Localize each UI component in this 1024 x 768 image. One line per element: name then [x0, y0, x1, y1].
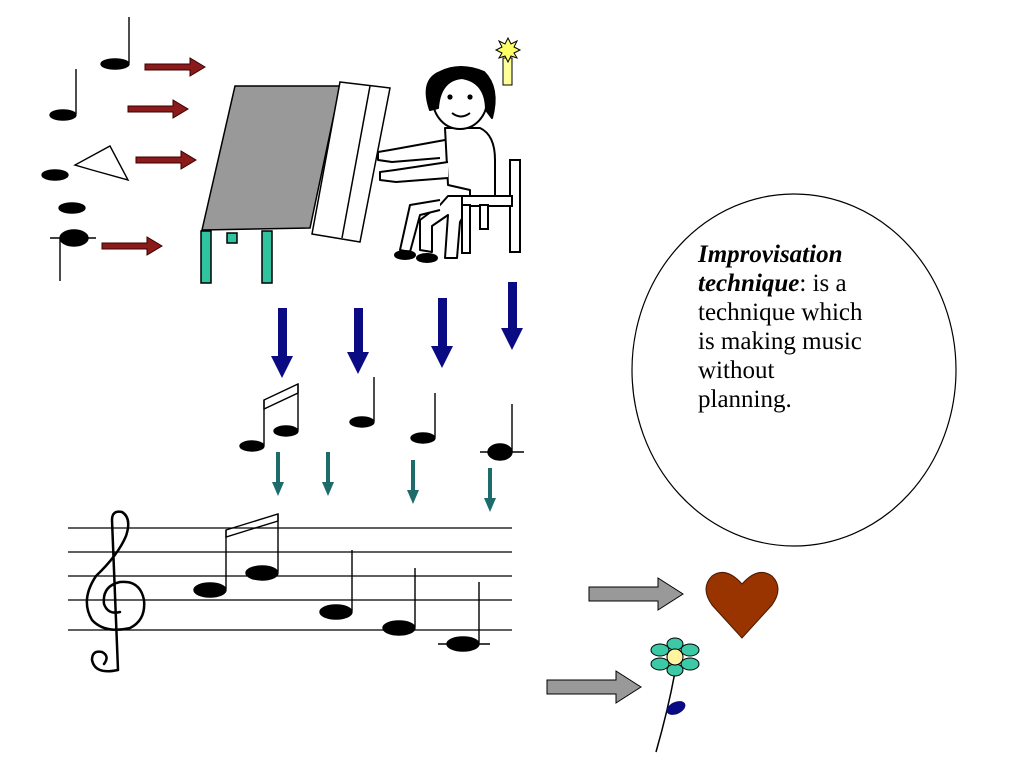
input-note-3 [41, 145, 130, 182]
staff-note-4 [438, 582, 490, 652]
staff-note-2 [319, 550, 353, 620]
definition-term-line1: Improvisation [698, 241, 843, 268]
middle-notes [239, 377, 524, 461]
input-notes [41, 17, 130, 281]
chair [461, 159, 521, 254]
candle-icon [494, 36, 522, 86]
gray-arrow-1 [588, 577, 684, 611]
middle-note-1 [239, 382, 299, 452]
middle-note-2 [349, 377, 375, 428]
small-arrow-4 [484, 468, 496, 512]
heart-icon [705, 571, 779, 639]
definition-body-line5: planning. [698, 386, 792, 413]
gray-arrow-2 [546, 670, 642, 704]
piano-pedal [226, 232, 238, 244]
definition-body-line1: is a [812, 270, 847, 297]
music-staff [68, 527, 512, 631]
pianist [377, 66, 496, 263]
input-note-5 [50, 229, 96, 281]
pianist-hair [425, 66, 496, 119]
middle-note-4 [480, 404, 524, 461]
small-arrow-3 [407, 460, 419, 504]
down-arrows [271, 282, 523, 378]
staff-notes [193, 513, 490, 652]
small-arrow-2 [322, 452, 334, 496]
staff-note-3 [382, 568, 416, 636]
input-arrows [101, 57, 206, 256]
staff-note-1 [193, 513, 279, 598]
small-arrows [272, 452, 496, 512]
down-arrow-4 [501, 282, 523, 350]
red-arrow-1 [144, 57, 206, 77]
down-arrow-3 [431, 298, 453, 368]
red-arrow-3 [135, 150, 197, 170]
piano-top [201, 85, 341, 231]
definition-bubble [631, 193, 957, 547]
definition-body-line4: without [698, 357, 775, 384]
pianist-body [419, 127, 496, 259]
piano-leg-1 [200, 230, 212, 284]
red-arrow-2 [127, 99, 189, 119]
definition-separator: : [799, 270, 813, 297]
input-note-2 [49, 69, 77, 121]
down-arrow-2 [347, 308, 369, 374]
small-arrow-1 [272, 452, 284, 496]
definition-text: Improvisation technique: is a technique … [698, 240, 948, 414]
piano [200, 81, 391, 284]
input-note-1 [100, 17, 130, 70]
pianist-arms [377, 139, 449, 183]
piano-lid [311, 81, 391, 243]
gray-arrows [546, 577, 684, 704]
definition-body-line2: technique which [698, 299, 863, 326]
flower-icon [650, 637, 700, 753]
treble-clef-icon [85, 510, 146, 673]
middle-note-3 [410, 393, 436, 444]
input-note-4 [58, 202, 86, 214]
definition-body-line3: is making music [698, 328, 862, 355]
piano-leg-2 [261, 230, 273, 284]
red-arrow-4 [101, 236, 163, 256]
definition-term-line2: technique [698, 270, 800, 297]
down-arrow-1 [271, 308, 293, 378]
